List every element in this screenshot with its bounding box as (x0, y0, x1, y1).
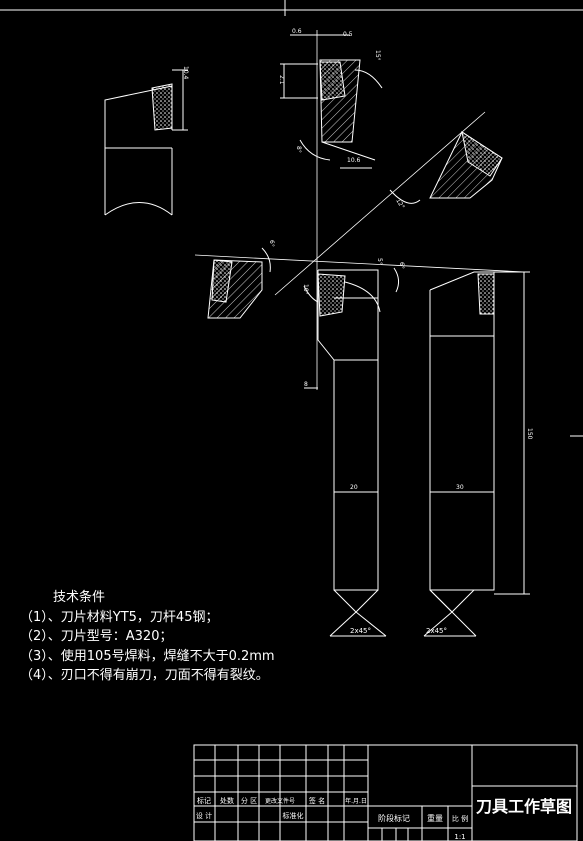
angle-a1: 15° (374, 50, 381, 61)
title-header-1: 处数 (220, 796, 234, 805)
angle-a3: 12° (394, 198, 405, 211)
angle-a5: 5° (376, 258, 383, 265)
title-weight-label: 重量 (427, 813, 443, 823)
drawing-frame (0, 0, 583, 437)
dim-150: 150 (526, 428, 533, 440)
chamfer-right: 2x45° (426, 627, 447, 635)
section-view-top (280, 34, 383, 169)
title-header-4: 签 名 (309, 796, 325, 805)
side-view-left (104, 69, 188, 216)
tech-note-item: （3）、使用105号焊料，焊缝不大于0.2mm (20, 648, 275, 664)
tech-note-item: （4）、刃口不得有崩刀，刀面不得有裂纹。 (20, 668, 269, 683)
angle-a4: 6° (268, 240, 275, 247)
section-view-left (207, 247, 271, 319)
title-block (193, 744, 578, 841)
center-lines (194, 30, 526, 390)
angle-a6: 10° (302, 284, 309, 295)
title-block-title: 刀具工作草图 (476, 797, 572, 816)
technical-notes: 技术条件 （1）、刀片材料YT5，刀杆45钢； （2）、刀片型号：A320； （… (20, 588, 275, 686)
title-row2-std: 标准化 (283, 811, 304, 820)
dim-10-4: 10.4 (182, 66, 189, 80)
title-scale-label: 比 例 (452, 814, 468, 823)
dim-8: 8 (304, 381, 308, 388)
title-stage-label: 阶段标记 (378, 813, 410, 823)
chamfer-left: 2x45° (350, 627, 371, 635)
dim-0-6: 0.6 (292, 28, 302, 35)
angle-a2: 8° (295, 146, 302, 153)
tool-main-view (303, 269, 387, 637)
dim-30: 30 (456, 484, 464, 491)
angle-a7: 6° (398, 262, 405, 269)
title-header-0: 标记 (197, 796, 211, 805)
title-header-5: 年.月.日 (345, 797, 367, 805)
tech-note-item: （2）、刀片型号：A320； (20, 629, 173, 644)
tool-side-view (393, 267, 530, 637)
title-scale-value: 1:1 (454, 833, 465, 841)
title-header-2: 分 区 (241, 796, 257, 805)
tech-note-item: （1）、刀片材料YT5，刀杆45钢； (20, 609, 219, 625)
dim-0-5: 0.5 (343, 31, 353, 38)
dim-2-1: 2.1 (278, 75, 285, 85)
dim-20: 20 (350, 484, 358, 491)
tech-notes-heading: 技术条件 (53, 590, 106, 605)
dim-10-6: 10.6 (347, 157, 361, 164)
title-header-3: 更改文件号 (265, 797, 295, 805)
title-row2-design: 设 计 (196, 811, 212, 820)
section-view-diagonal (389, 130, 503, 204)
